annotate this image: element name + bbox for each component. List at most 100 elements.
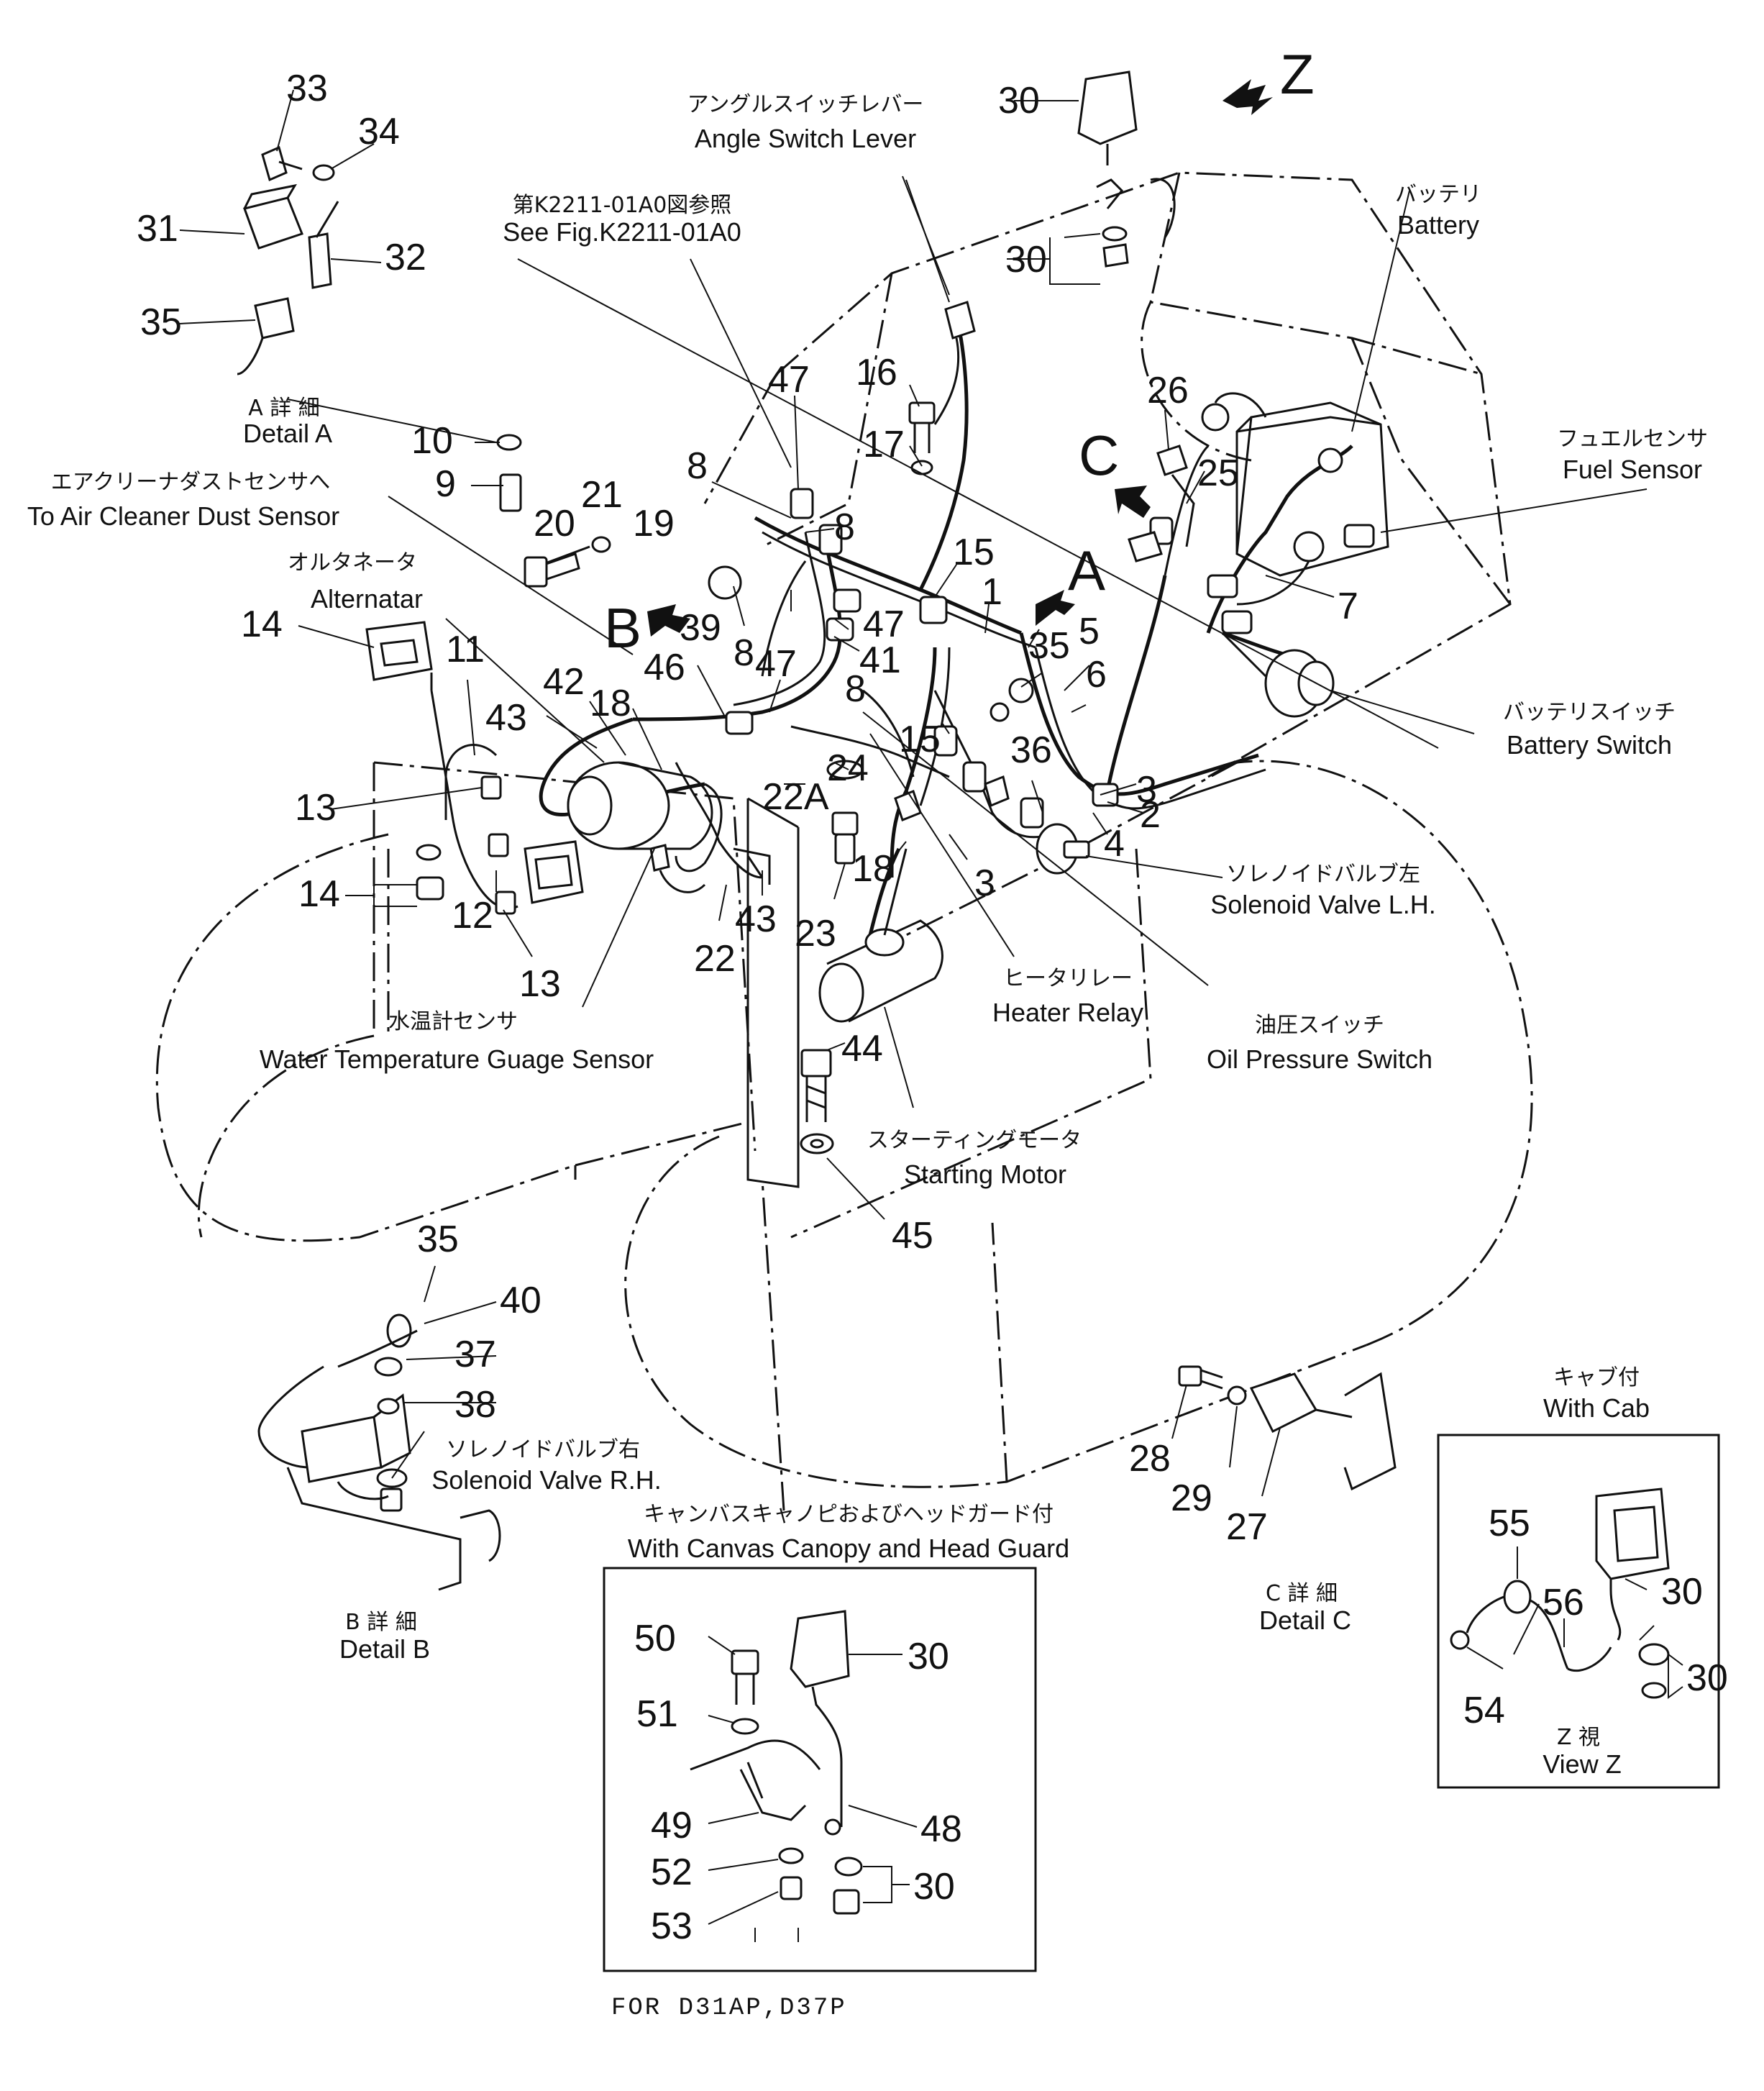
part-numbers: 33 34 31 32 35 30 30 10 9 20 21 19 47 16…: [137, 68, 1728, 1947]
part-number: 14: [241, 603, 283, 645]
label-fuel-en: Fuel Sensor: [1563, 455, 1702, 484]
label-canopy-jp: キャンバスキャノピおよびヘッドガード付: [644, 1502, 1054, 1527]
part-number: 13: [519, 963, 561, 1005]
view-letters: Z C A B: [604, 42, 1315, 660]
label-solenoid-lh-jp: ソレノイドバルブ左: [1226, 862, 1420, 887]
part-number: 1: [982, 571, 1002, 613]
part-number: 55: [1489, 1503, 1530, 1544]
part-number: 27: [1226, 1506, 1268, 1548]
part-number: 22: [694, 938, 736, 980]
bolt-44: [800, 1049, 834, 1154]
label-seefig-en: See Fig.K2211-01A0: [503, 217, 741, 247]
label-detail-a-en: Detail A: [243, 419, 332, 448]
label-view-z-jp: Z 視: [1557, 1725, 1600, 1750]
part-number: 26: [1147, 370, 1189, 411]
part-number: 53: [651, 1905, 693, 1947]
part-number: 30: [1661, 1571, 1703, 1613]
label-heater-en: Heater Relay: [992, 998, 1143, 1027]
part-number: 30: [908, 1636, 949, 1677]
part-number: 16: [856, 352, 897, 393]
part-number: 43: [735, 898, 777, 940]
part-number: 8: [734, 632, 754, 674]
view-letter-z: Z: [1280, 42, 1315, 106]
bolt-23: [826, 760, 864, 865]
label-detail-b-en: Detail B: [339, 1634, 430, 1664]
part-number: 47: [755, 643, 797, 685]
part-number: 3: [1136, 769, 1157, 811]
label-oil-en: Oil Pressure Switch: [1207, 1044, 1432, 1074]
starting-motor: [818, 848, 943, 1023]
label-water-en: Water Temperature Guage Sensor: [260, 1044, 654, 1074]
label-water-jp: 水温計センサ: [388, 1009, 518, 1034]
view-letter-c: C: [1079, 424, 1119, 487]
view-arrows: [647, 79, 1273, 637]
callout-labels: アングルスイッチレバー Angle Switch Lever 第K2211-01…: [27, 92, 1708, 2022]
bracket-plate: [746, 797, 800, 1188]
part-number: 35: [1028, 625, 1070, 667]
part-number: 46: [644, 647, 685, 688]
label-heater-jp: ヒータリレー: [1003, 966, 1133, 991]
leader-lines: [287, 100, 1648, 1479]
part-number: 2: [1140, 794, 1161, 836]
part-number: 6: [1086, 654, 1107, 696]
label-starting-en: Starting Motor: [904, 1160, 1066, 1189]
part-number: 5: [1079, 611, 1100, 652]
part-number: 30: [998, 80, 1040, 122]
label-battery-jp: バッテリ: [1395, 182, 1481, 207]
label-fuel-jp: フュエルセンサ: [1557, 427, 1708, 452]
relay-c: [1128, 445, 1195, 562]
part-number: 8: [845, 668, 866, 710]
part-number: 8: [687, 445, 708, 487]
part-number: 39: [680, 607, 721, 649]
angle-switch-connector: [933, 301, 976, 425]
label-battery-en: Battery: [1397, 210, 1479, 240]
alternator: [567, 761, 713, 850]
bolts-left: [496, 434, 742, 600]
part-number: 22A: [762, 776, 829, 818]
part-number: 18: [590, 683, 631, 724]
part-number: 48: [920, 1808, 962, 1850]
water-temp-sensor: [649, 844, 771, 893]
part-number: 12: [452, 895, 493, 937]
label-canopy-en: With Canvas Canopy and Head Guard: [628, 1534, 1069, 1563]
label-seefig-jp: 第K2211-01A0図参照: [513, 193, 732, 218]
part-number: 24: [827, 747, 869, 789]
part-number: 4: [1104, 823, 1125, 865]
label-view-z-en: View Z: [1543, 1749, 1621, 1779]
part-number: 30: [913, 1866, 955, 1908]
part-number: 20: [534, 503, 575, 545]
arrow-a-icon: [1036, 590, 1075, 626]
battery: [1201, 392, 1389, 577]
part-number: 50: [634, 1618, 676, 1659]
part-number: 51: [636, 1693, 678, 1735]
part-number: 10: [411, 420, 453, 462]
label-angle-en: Angle Switch Lever: [695, 124, 916, 153]
part-number: 52: [651, 1851, 693, 1893]
label-detail-a-jp: A 詳 細: [248, 396, 320, 421]
part-number: 25: [1197, 452, 1239, 494]
part-number: 43: [485, 697, 527, 739]
part-number: 14: [298, 873, 340, 915]
part-number: 17: [863, 424, 905, 465]
part-number: 11: [446, 629, 485, 670]
fuel-sensor: [1236, 524, 1375, 606]
part-number: 15: [899, 719, 941, 760]
solenoid-valve-lh: [1036, 823, 1090, 875]
label-cab-en: With Cab: [1543, 1393, 1650, 1423]
lamp-14: [365, 621, 518, 910]
view-letter-b: B: [604, 596, 641, 660]
part-number: 19: [633, 503, 675, 545]
label-starting-jp: スターティングモータ: [867, 1128, 1082, 1153]
detail-a: [237, 145, 339, 375]
label-battswitch-en: Battery Switch: [1507, 730, 1672, 760]
part-number: 36: [1010, 729, 1052, 771]
part-number: 13: [295, 787, 337, 829]
label-detail-c-jp: C 詳 細: [1266, 1581, 1338, 1606]
part-number: 8: [834, 506, 855, 548]
part-number: 37: [454, 1334, 496, 1375]
label-alternator-en: Alternatar: [311, 584, 423, 614]
part-number: 30: [1005, 239, 1047, 281]
detail-c: [1178, 1365, 1397, 1491]
part-number: 54: [1463, 1690, 1505, 1731]
